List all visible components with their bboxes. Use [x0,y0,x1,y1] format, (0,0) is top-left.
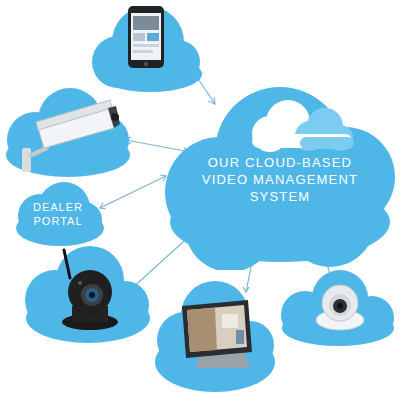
bullet-camera-icon [22,100,120,172]
cloud-label: DEALER PORTAL [22,200,94,228]
portal-cloud: DEALER PORTAL [12,180,104,248]
smartphone-icon [128,6,164,68]
device-clouds [6,6,394,392]
dome-camera-icon [316,285,364,330]
cloud-label: OUR CLOUD-BASED VIDEO MANAGEMENT SYSTEM [190,154,370,205]
connector-line [100,175,166,209]
main-cloud: OUR CLOUD-BASED VIDEO MANAGEMENT SYSTEM [160,82,398,270]
cloud-shape [12,180,104,248]
ptz-camera-icon [62,250,118,330]
tablet-icon [182,300,252,368]
small-clouds-icon [252,100,354,152]
